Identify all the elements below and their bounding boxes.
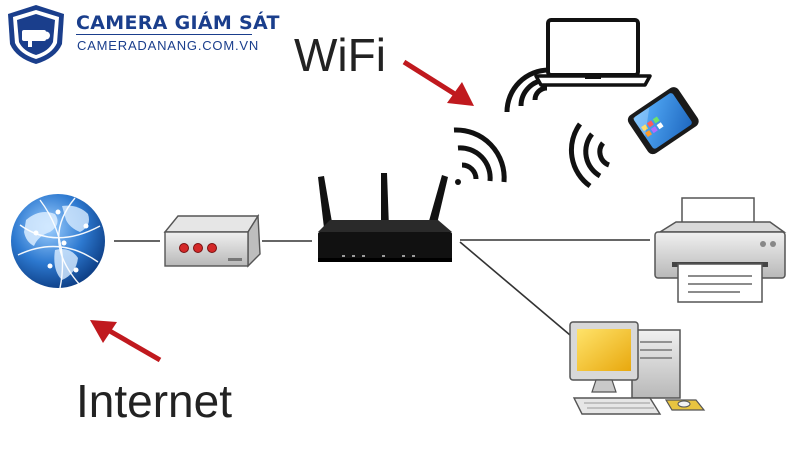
laptop-icon <box>534 18 652 87</box>
internet-pointer-arrow-icon <box>90 320 162 363</box>
brand-website: CAMERADANANG.COM.VN <box>77 38 260 53</box>
line-router-desktop <box>459 241 571 336</box>
router-wifi-signal-icon <box>453 127 507 185</box>
brand-title: CAMERA GIÁM SÁT <box>76 12 280 34</box>
connection-lines <box>114 239 650 336</box>
brand-divider <box>76 34 252 35</box>
wifi-pointer-arrow-icon <box>402 59 474 106</box>
wifi-router-icon <box>318 173 452 262</box>
desktop-computer-icon <box>569 321 706 415</box>
camera-shield-logo-icon <box>8 5 64 64</box>
printer-icon <box>654 197 787 303</box>
wifi-label: WiFi <box>294 29 386 81</box>
globe-icon <box>11 194 105 289</box>
smartphone-icon <box>627 87 699 155</box>
internet-label: Internet <box>76 375 232 427</box>
phone-wifi-signal-icon <box>568 122 611 189</box>
modem-icon <box>163 213 261 268</box>
